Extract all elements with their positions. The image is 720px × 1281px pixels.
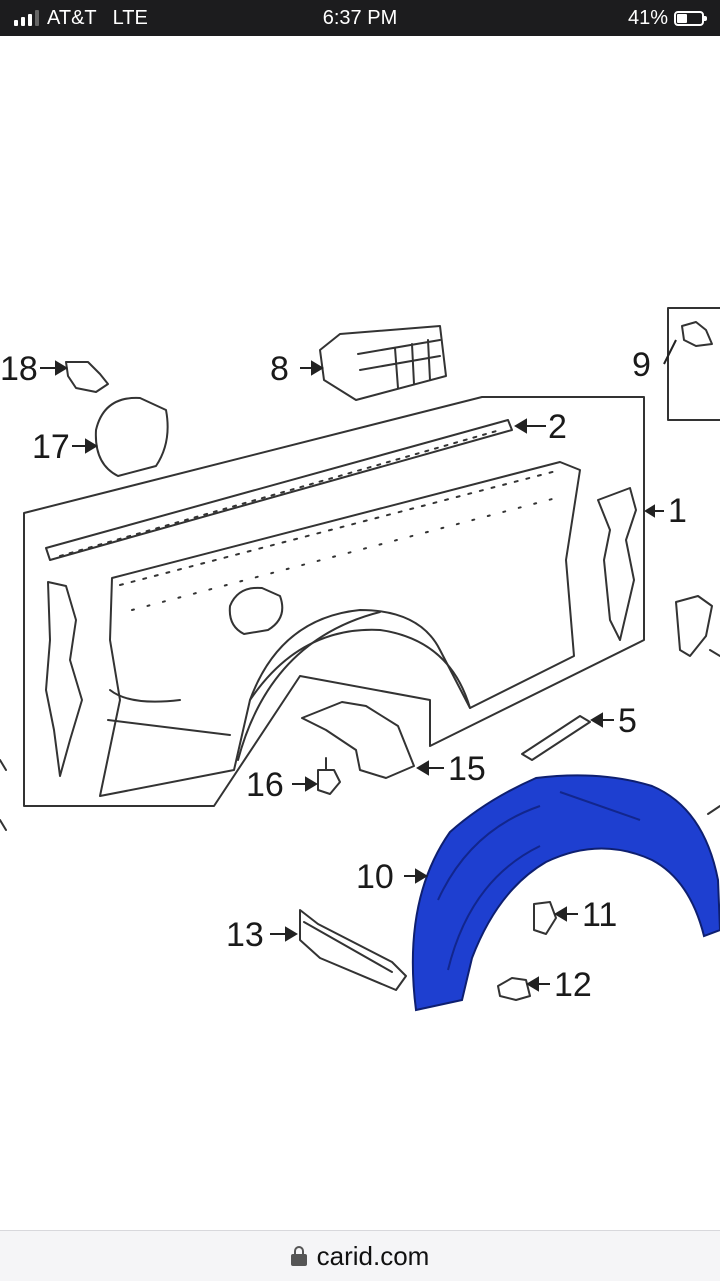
status-right: 41%	[627, 0, 707, 36]
vent-assembly	[319, 325, 447, 401]
left-pillar-bracket	[45, 581, 83, 777]
callout-10: 10	[356, 858, 394, 896]
callout-1: 1	[668, 492, 687, 530]
battery-percent-label: 41%	[627, 6, 668, 29]
battery-level-fill	[677, 13, 687, 23]
lock-icon	[290, 1246, 307, 1266]
signal-strength-icon	[14, 10, 39, 26]
bed-rail-strip	[45, 419, 513, 561]
battery-icon	[674, 10, 707, 26]
molding-strip	[521, 715, 591, 761]
callout-17: 17	[32, 428, 70, 466]
status-left: AT&T LTE	[14, 0, 148, 36]
bolt-12	[497, 977, 531, 1001]
network-label: LTE	[112, 6, 148, 29]
time-label: 6:37 PM	[322, 6, 398, 29]
bed-side-group-frame	[23, 396, 645, 807]
clock: 6:37 PM	[0, 0, 720, 36]
url-label[interactable]: carid.com	[316, 1240, 430, 1271]
push-clip-16	[317, 757, 341, 795]
fuel-door-recess	[228, 586, 284, 635]
inset-box-9	[667, 307, 720, 421]
status-bar: AT&T LTE 6:37 PM 41%	[0, 0, 720, 36]
callout-5: 5	[618, 702, 637, 740]
push-clip-11	[533, 901, 557, 935]
callout-2: 2	[548, 408, 567, 446]
wheelhouse-bracket	[301, 701, 415, 779]
fuel-door	[94, 396, 169, 477]
address-bar[interactable]: carid.com	[0, 1230, 720, 1281]
stake-pocket-bracket	[597, 487, 637, 641]
callout-12: 12	[554, 966, 592, 1004]
wheel-well-brace	[299, 909, 407, 991]
edge-bracket-right	[675, 595, 713, 657]
callout-15: 15	[448, 750, 486, 788]
callout-18: 18	[0, 350, 38, 388]
callout-9: 9	[632, 346, 651, 384]
callout-16: 16	[246, 766, 284, 804]
hinge-bracket	[65, 361, 109, 393]
carrier-label: AT&T	[47, 6, 97, 29]
callout-13: 13	[226, 916, 264, 954]
callout-11: 11	[582, 896, 617, 934]
clip-part-9	[681, 321, 713, 347]
callout-8: 8	[270, 350, 289, 388]
